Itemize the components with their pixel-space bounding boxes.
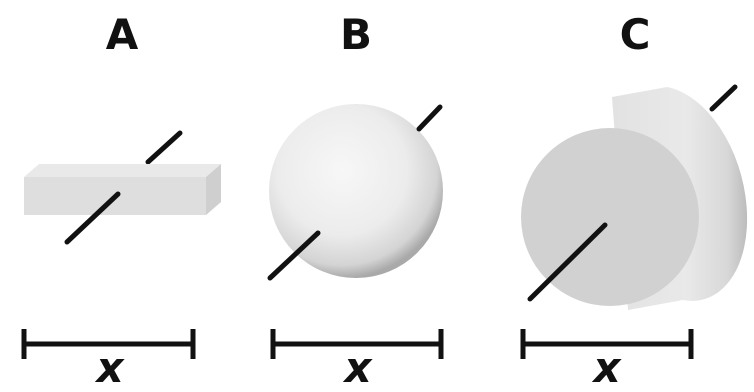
panel-c-shape — [521, 84, 748, 310]
panel-b-axis-front — [267, 230, 321, 281]
panel-c-dimension-bar — [520, 329, 694, 359]
panel-a-axis-back — [145, 130, 183, 165]
panel-c-label: C — [619, 10, 651, 59]
sphere — [269, 104, 443, 278]
panel-b-dimension-label: x — [344, 343, 372, 392]
panel-b-dimension-bar — [270, 329, 444, 359]
panel-b-axis-back — [416, 104, 443, 132]
panel-a-label: A — [105, 10, 139, 59]
panel-b-shape — [267, 104, 443, 281]
panel-a-axis-front — [64, 191, 121, 245]
slab-top-face — [24, 164, 221, 177]
panel-a-shape — [24, 130, 221, 245]
panel-c-axis-front — [527, 222, 608, 302]
panel-c-axis-back — [709, 84, 738, 112]
panel-a-dimension-label: x — [96, 343, 124, 392]
panel-c-dimension-label: x — [593, 343, 621, 392]
panel-b-label: B — [339, 10, 372, 59]
slab-side-face — [206, 164, 221, 215]
panel-a-dimension-bar — [21, 329, 196, 359]
